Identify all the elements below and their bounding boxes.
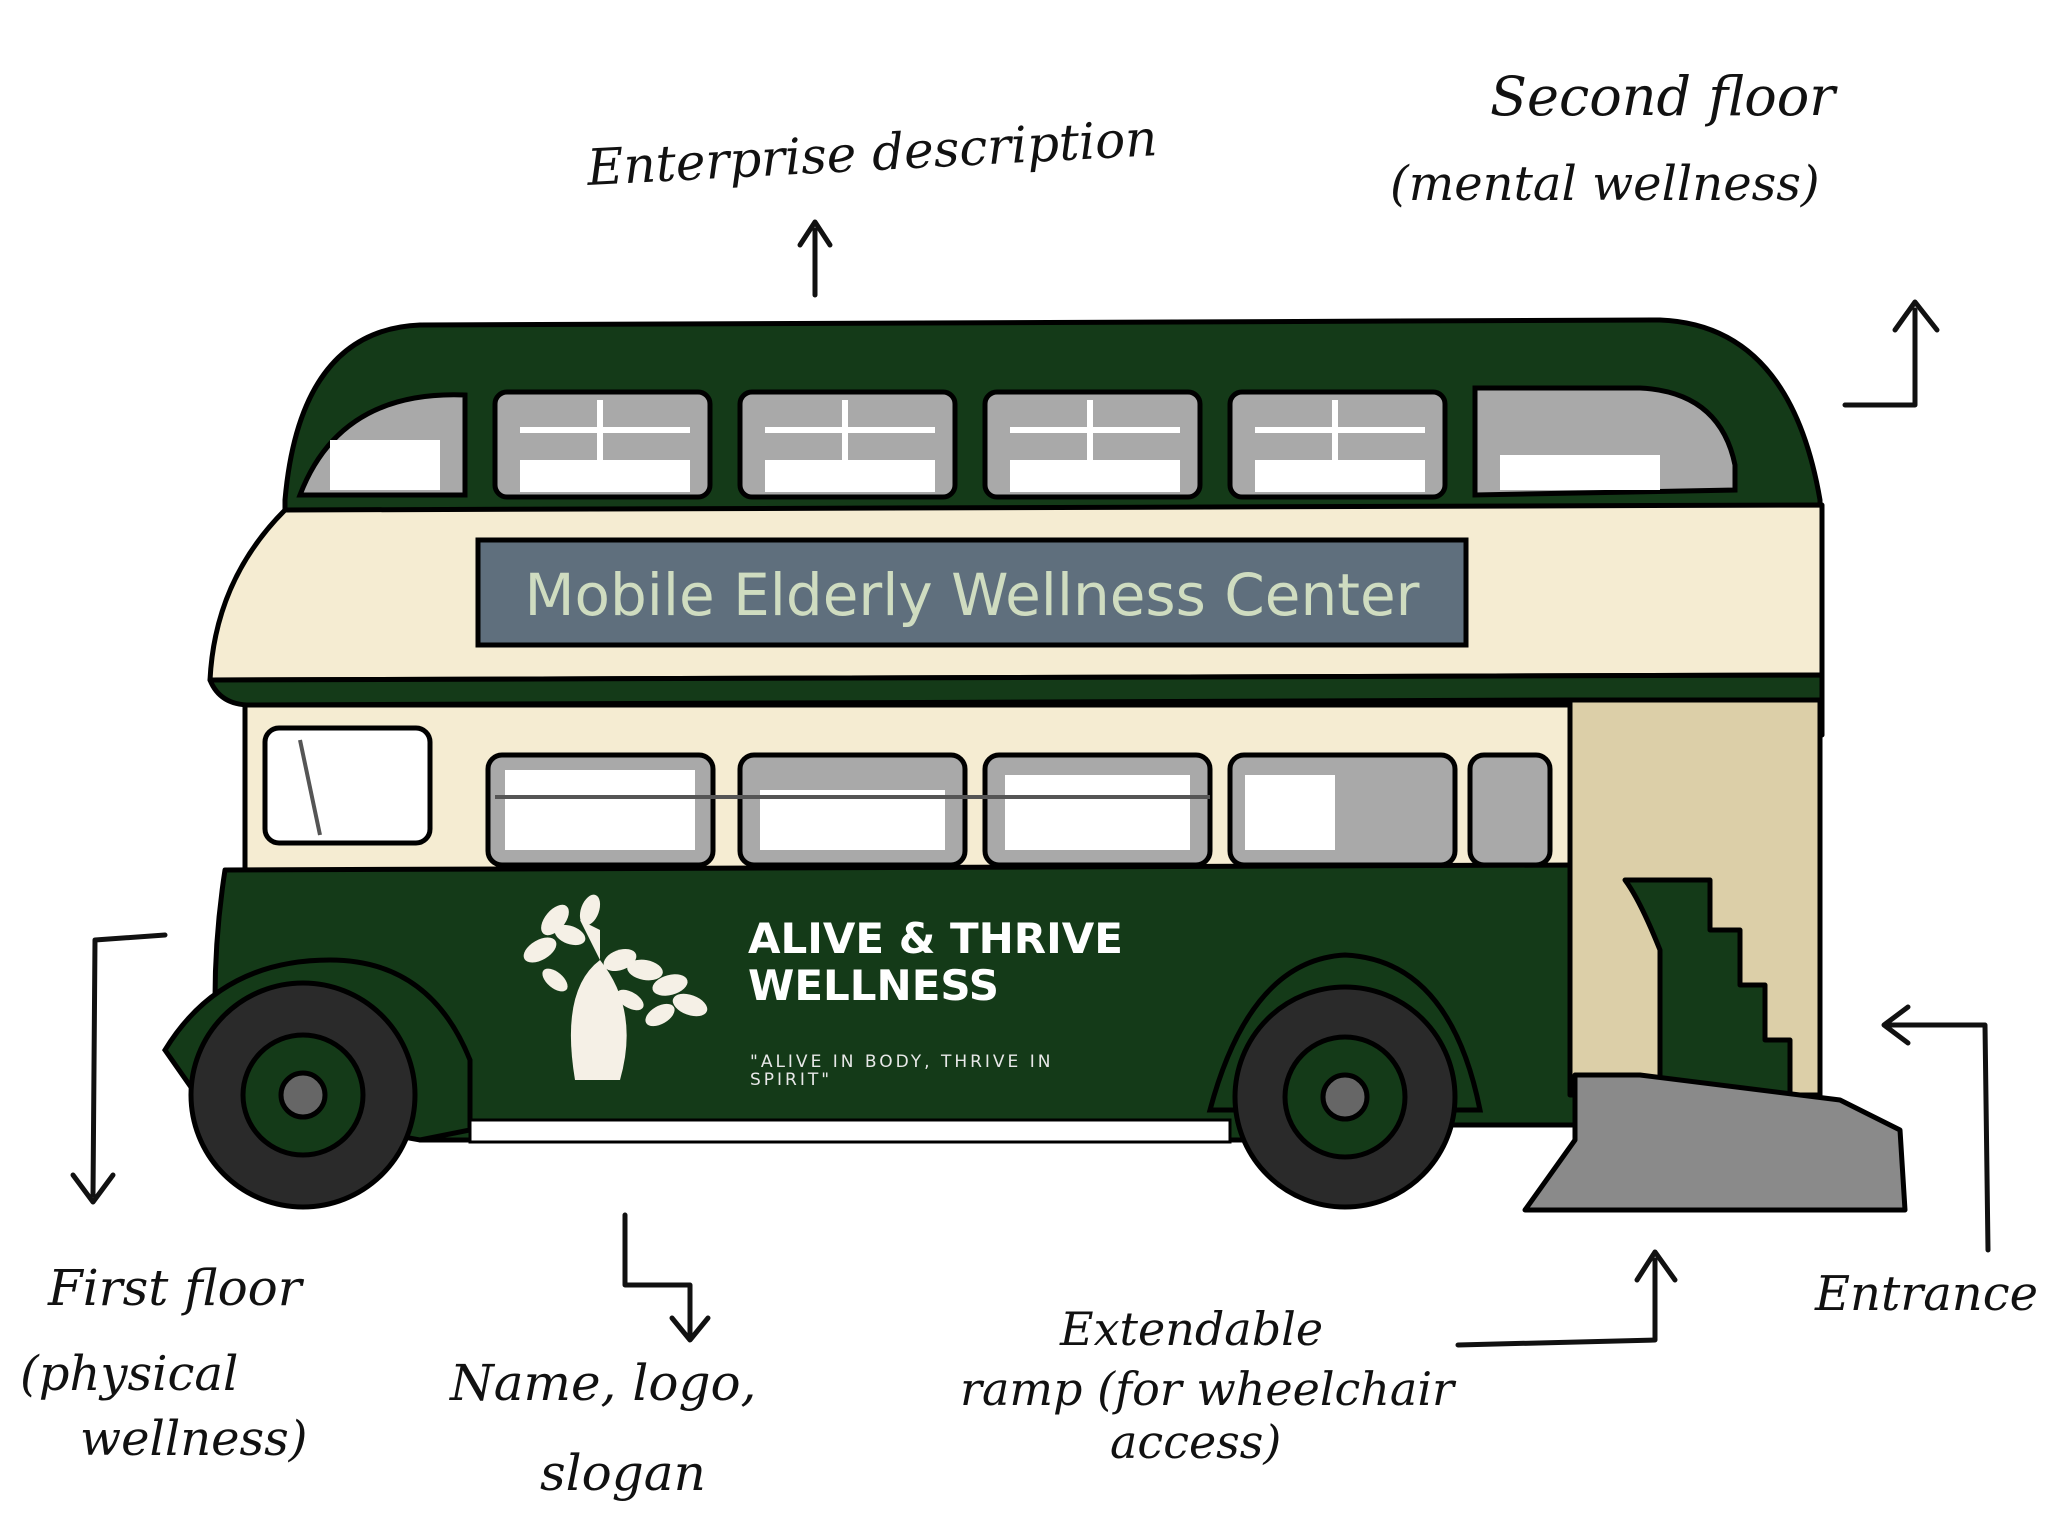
upper-window-frames [330,400,1660,492]
label-ramp-line2: ramp (for wheelchair [960,1362,1457,1416]
label-first-floor-line1: First floor [47,1259,305,1317]
label-second-floor-line2: (mental wellness) [1390,156,1820,212]
underside [468,1118,1232,1144]
name-logo-arrow-icon [622,1212,711,1343]
label-name-logo-line2: slogan [540,1444,706,1502]
enterprise-arrow-icon [797,219,833,298]
label-name-logo-line1: Name, logo, [449,1354,756,1412]
label-first-floor-line2: (physical [20,1346,238,1402]
brand-name-line1: ALIVE & THRIVE [748,914,1123,963]
lower-window-5 [1467,752,1553,868]
label-enterprise: Enterprise description [585,109,1159,197]
sign-panel [475,537,1469,648]
driver-window [262,725,433,846]
brand-name-line2: WELLNESS [748,961,999,1010]
stairs [1622,877,1793,1098]
ramp-arrow-icon [1455,1249,1678,1348]
rear-wheel [1206,952,1484,1210]
lower-window-frames [505,770,1335,850]
label-ramp-line3: access) [1110,1415,1281,1469]
entrance-arrow-icon [1881,1004,1991,1253]
front-wheel [162,957,473,1210]
slogan-line1: "ALIVE IN BODY, THRIVE IN [750,1052,1053,1072]
sign-text: Mobile Elderly Wellness Center [524,561,1419,629]
label-first-floor-line3: wellness) [80,1411,308,1467]
first-floor-arrow-icon [70,932,168,1205]
label-entrance: Entrance [1814,1266,2038,1322]
label-ramp-line1: Extendable [1059,1302,1323,1356]
label-second-floor-line1: Second floor [1490,65,1838,128]
second-floor-arrow-icon [1842,299,1940,408]
slogan-line2: SPIRIT" [750,1070,832,1090]
tree-person-icon [523,894,708,1080]
arrows [70,219,1991,1348]
extendable-ramp [1522,1072,1908,1213]
